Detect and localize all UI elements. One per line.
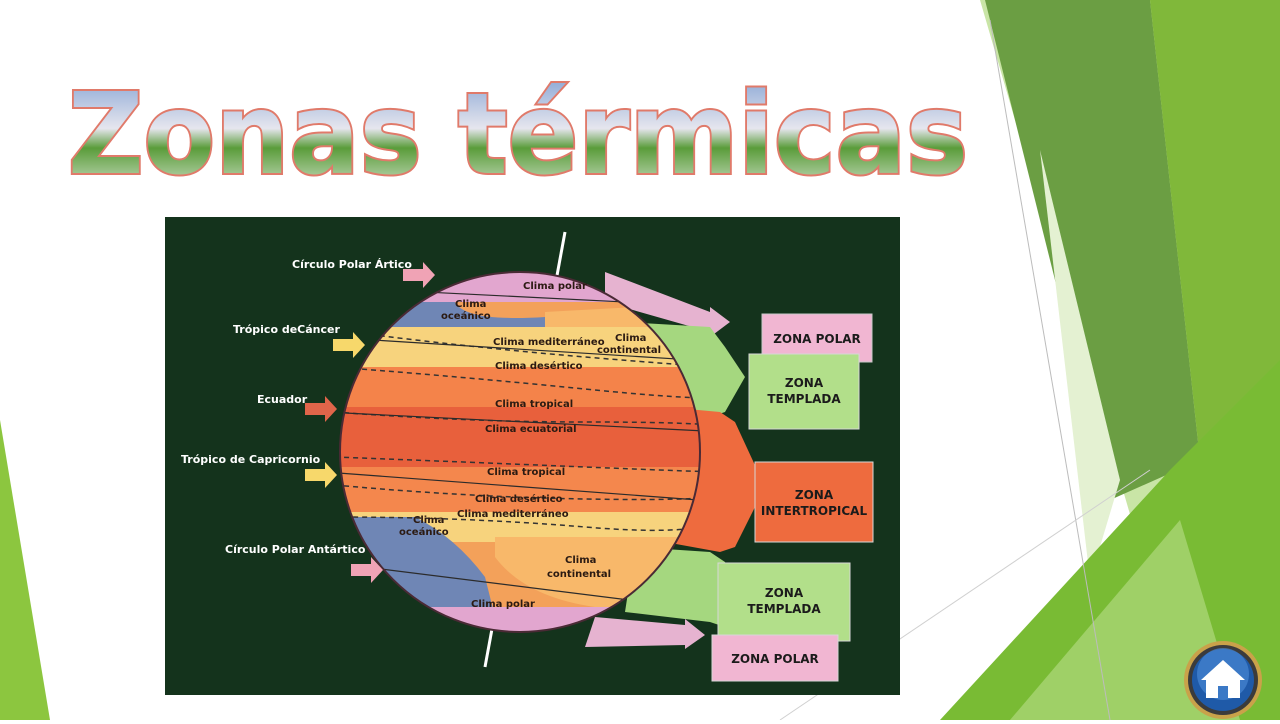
page-title-graphic: Zonas térmicas bbox=[66, 68, 970, 202]
zona-templada-n-label: ZONA bbox=[785, 376, 824, 390]
label-clima-polar-n: Clima polar bbox=[523, 281, 587, 292]
label-clima-ecuatorial: Clima ecuatorial bbox=[485, 424, 577, 435]
home-icon bbox=[1184, 641, 1262, 719]
label-clima-mediterraneo-s: Clima mediterráneo bbox=[457, 508, 569, 520]
label-clima-oceanico-s: Clima bbox=[413, 515, 444, 526]
label-clima-tropical-s: Clima tropical bbox=[487, 467, 565, 478]
zona-templada-s-box bbox=[717, 562, 851, 642]
zona-intertropical-label: INTERTROPICAL bbox=[761, 504, 868, 518]
label-clima-continental-n: continental bbox=[597, 345, 661, 356]
label-clima-continental-n: Clima bbox=[615, 333, 646, 344]
page-title: Zonas térmicas bbox=[68, 70, 968, 200]
bottom-right-light-facet bbox=[1010, 520, 1240, 720]
arrow-polar-n bbox=[605, 272, 730, 337]
page-title-container: Zonas térmicas bbox=[60, 55, 990, 215]
label-clima-continental-s: Clima bbox=[565, 555, 596, 566]
zona-polar-s-label: ZONA POLAR bbox=[731, 652, 819, 666]
label-tropico-cancer: Trópico deCáncer bbox=[233, 323, 340, 336]
label-clima-oceanico-s: oceánico bbox=[399, 526, 449, 538]
zona-templada-s-label: TEMPLADA bbox=[747, 602, 821, 616]
climate-zones-svg: Círculo Polar Ártico Trópico deCáncer Ec… bbox=[181, 231, 874, 682]
arrow-ecuador bbox=[305, 396, 337, 422]
arrow-polar-s bbox=[585, 617, 705, 649]
label-clima-desertico-n: Clima desértico bbox=[495, 360, 583, 372]
left-green-triangle bbox=[0, 420, 50, 720]
label-clima-tropical-n: Clima tropical bbox=[495, 399, 573, 410]
arrow-tropico-cancer bbox=[333, 332, 365, 358]
label-tropico-capricornio: Trópico de Capricornio bbox=[181, 453, 321, 466]
arrow-circulo-polar-artico bbox=[403, 262, 435, 288]
label-circulo-polar-antartico: Círculo Polar Antártico bbox=[225, 543, 366, 556]
right-mid-facet bbox=[1150, 0, 1280, 520]
right-dark-facet bbox=[985, 0, 1200, 500]
label-clima-desertico-s: Clima desértico bbox=[475, 493, 563, 505]
label-clima-mediterraneo-n: Clima mediterráneo bbox=[493, 336, 605, 348]
label-circulo-polar-artico: Círculo Polar Ártico bbox=[292, 258, 412, 271]
home-button[interactable] bbox=[1183, 640, 1263, 720]
zona-templada-n-box bbox=[748, 353, 860, 430]
label-ecuador: Ecuador bbox=[257, 393, 308, 406]
right-pale-facet bbox=[1040, 150, 1120, 580]
zona-intertropical-box bbox=[754, 461, 874, 543]
arrow-tropico-capricornio bbox=[305, 462, 337, 488]
zona-polar-s-box bbox=[711, 634, 839, 682]
facet-line bbox=[989, 19, 1111, 720]
label-clima-oceanico-n: oceánico bbox=[441, 310, 491, 322]
globe-outline bbox=[339, 271, 701, 633]
zona-polar-n-label: ZONA POLAR bbox=[773, 332, 861, 346]
zona-intertropical-label: ZONA bbox=[795, 488, 834, 502]
label-clima-polar-s: Clima polar bbox=[471, 599, 535, 610]
label-clima-continental-s: continental bbox=[547, 569, 611, 580]
arrow-circulo-polar-antartico bbox=[351, 557, 383, 583]
label-clima-oceanico-n: Clima bbox=[455, 299, 486, 310]
climate-zones-diagram: Círculo Polar Ártico Trópico deCáncer Ec… bbox=[165, 217, 900, 695]
zona-templada-s-label: ZONA bbox=[765, 586, 804, 600]
zona-templada-n-label: TEMPLADA bbox=[767, 392, 841, 406]
